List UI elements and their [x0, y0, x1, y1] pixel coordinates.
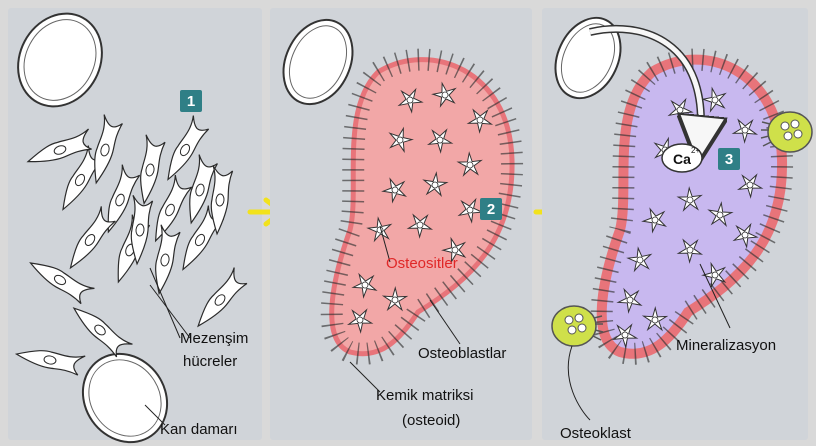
osteocyte [381, 286, 409, 312]
label-mineralization: Mineralizasyon [676, 337, 776, 354]
calcium-symbol: Ca [673, 151, 691, 167]
osteocyte [641, 207, 668, 234]
osteocyte [731, 118, 759, 144]
mesenchyme-cell [154, 174, 193, 243]
mesenchyme-cell-cluster [14, 114, 248, 376]
badge-step-1-number: 1 [187, 93, 195, 110]
osteocyte [701, 261, 727, 289]
osteocyte [422, 171, 449, 198]
osteocyte [707, 201, 734, 228]
label-matrix-line2: (osteoid) [402, 412, 460, 429]
mesenchyme-cell [130, 194, 154, 266]
mesenchyme-cell [155, 224, 181, 296]
mesenchyme-cell [167, 115, 210, 181]
osteocyte [388, 126, 414, 154]
osteocyte-group [346, 81, 494, 334]
osteocyte [431, 81, 457, 108]
label-mesenchyme-line2: hücreler [183, 353, 237, 370]
mesenchyme-cell [210, 164, 234, 236]
osteocyte [676, 186, 703, 212]
label-osteocytes: Osteositler [386, 255, 458, 272]
mesenchyme-cell [94, 114, 123, 185]
label-matrix-line1: Kemik matriksi [376, 387, 474, 404]
osteocyte [626, 246, 653, 273]
mesenchyme-cell [69, 206, 116, 270]
osteocyte [456, 151, 483, 177]
blood-vessel-panel3 [554, 16, 622, 100]
panel-osteoid: 2 Osteositler Osteoblastlar Kemik matrik… [270, 8, 532, 440]
label-osteoclast: Osteoklast [560, 425, 632, 442]
mesenchyme-cell [107, 164, 141, 234]
osteocyte [676, 238, 704, 264]
label-blood-vessel: Kan damarı [160, 421, 238, 438]
blood-vessel-bottom [81, 352, 169, 444]
mesenchyme-cell [72, 307, 133, 358]
calcium-charge: 2+ [691, 146, 700, 155]
label-mesenchyme-line1: Mezenşim [180, 330, 248, 347]
panel-mesenchyme: 1 Mezenşim hücreler Kan damarı [8, 8, 262, 444]
panel-mineralization: Ca 2+ 3 Osteoklast Mineralizasyon [542, 8, 813, 442]
osteocyte-group [611, 86, 764, 349]
osteocyte [736, 173, 764, 199]
blood-vessel-panel2 [282, 18, 354, 106]
osteoclast-bottom [551, 305, 604, 347]
osteocyte [441, 236, 467, 264]
osteocyte [732, 222, 759, 249]
osteoclast-top [760, 111, 813, 153]
mesenchyme-cell [189, 154, 218, 225]
curved-arrow-icon [589, 25, 701, 140]
osteocyte [641, 306, 669, 332]
osteocyte [616, 287, 643, 314]
badge-step-1: 1 [180, 90, 202, 112]
badge-step-3: 3 [718, 148, 740, 170]
osteocyte [611, 323, 639, 349]
mesenchyme-cell [62, 145, 105, 211]
label-osteoblasts: Osteoblastlar [418, 345, 506, 362]
osteocyte [466, 108, 494, 134]
mesenchyme-cell [140, 134, 166, 206]
mesenchyme-cell [26, 128, 92, 163]
osteocyte [701, 86, 727, 113]
mesenchyme-cell [14, 350, 86, 376]
osteocyte [406, 213, 434, 239]
mesenchyme-cell [29, 262, 95, 305]
badge-step-3-number: 3 [725, 151, 733, 168]
osteocyte [397, 87, 424, 114]
osteocyte [457, 197, 484, 224]
badge-step-2-number: 2 [487, 201, 495, 218]
mesenchyme-cell [197, 267, 248, 328]
osteocyte [426, 128, 454, 154]
calcium-ion: Ca 2+ [661, 143, 703, 173]
osteocyte [351, 272, 378, 299]
osteocyte [381, 177, 408, 204]
badge-step-2: 2 [480, 198, 502, 220]
blood-vessel-top [17, 12, 103, 108]
osteocyte [346, 308, 374, 334]
